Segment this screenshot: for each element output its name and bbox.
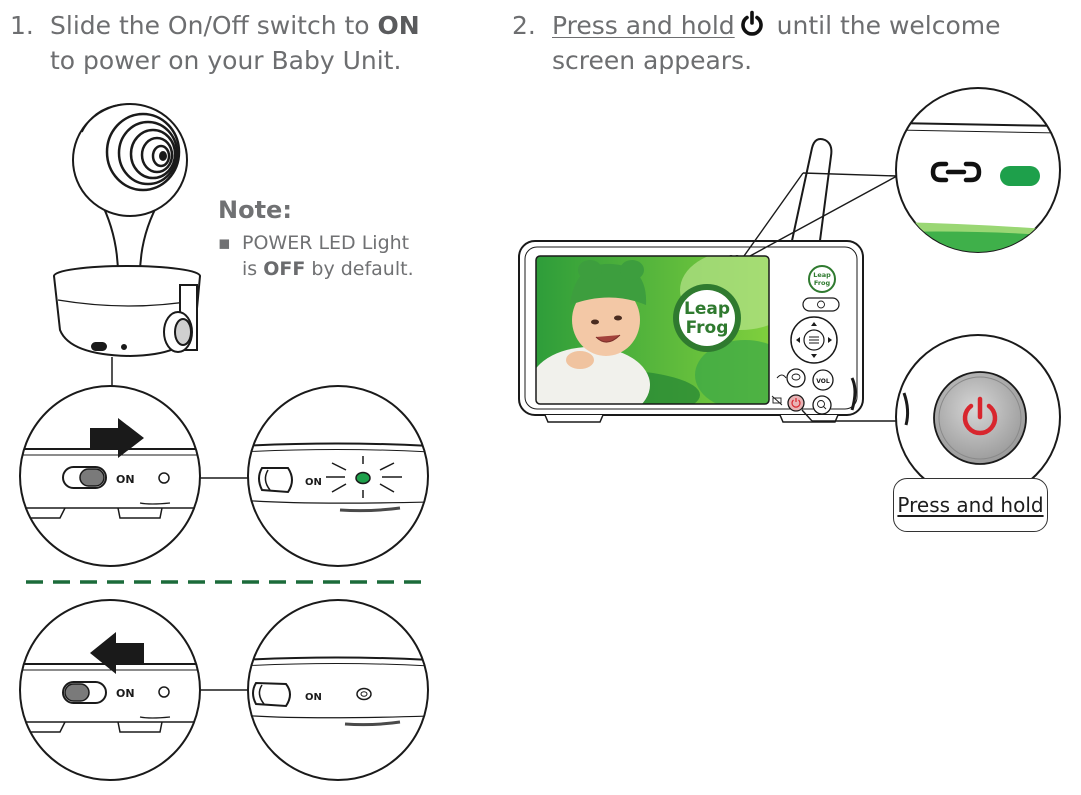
on-off-switch [62, 466, 107, 489]
led-off-icon [158, 472, 170, 484]
logo-line1: Leap [813, 271, 831, 279]
arrow-left-icon [90, 632, 144, 674]
step-1-on-bold: ON [377, 11, 420, 40]
led-off-icon [158, 686, 170, 698]
screen-logo-line2: Frog [686, 318, 729, 338]
camera-lens-icon [105, 112, 181, 192]
note-box: Note: ▪POWER LED Light is OFF by default… [218, 196, 414, 280]
parent-unit-screen: Leap Frog [536, 256, 769, 404]
volume-button[interactable] [812, 369, 834, 391]
arrow-right-icon [90, 418, 144, 458]
on-label: ON [305, 477, 322, 488]
power-button-small[interactable] [787, 394, 805, 412]
press-and-hold-label: Press and hold [893, 478, 1048, 532]
parent-unit: Leap Frog Leap Frog VOL [518, 138, 864, 423]
on-off-switch [62, 681, 107, 704]
switch-off-zoom-circle: ON [19, 599, 201, 781]
step-1-text: Slide the On/Off switch to [50, 11, 378, 40]
power-icon [740, 10, 763, 36]
screen-logo-line1: Leap [684, 299, 730, 319]
link-led-zoom-circle [895, 87, 1061, 253]
link-icon [930, 161, 982, 183]
zoom-button[interactable] [812, 395, 832, 415]
step-2-text-line2: screen appears. [552, 46, 753, 75]
camera-off-icon [772, 397, 782, 404]
step-1-number: 1. [10, 11, 34, 40]
power-button-zoom-circle [895, 334, 1061, 500]
step-1-text-line2: to power on your Baby Unit. [50, 46, 402, 75]
step-2-number: 2. [512, 11, 536, 40]
leapfrog-logo [808, 265, 836, 293]
step-2-text: until the welcome [768, 11, 1001, 40]
note-bullet: ▪ [218, 232, 231, 254]
link-led-green [1000, 166, 1040, 186]
chat-button[interactable] [786, 368, 806, 388]
dpad[interactable] [790, 316, 838, 364]
led-off-zoom-circle: ON [247, 599, 429, 781]
power-icon [962, 396, 998, 436]
led-on-icon [355, 471, 371, 485]
note-line-1: POWER LED Light [242, 232, 410, 254]
note-off-bold: OFF [263, 258, 306, 280]
switch-on-zoom-circle: ON [19, 385, 201, 567]
talk-button[interactable] [802, 297, 840, 312]
led-rays [326, 456, 402, 498]
on-label: ON [305, 692, 322, 703]
back-icon[interactable] [776, 374, 787, 379]
baby-unit-camera [53, 103, 201, 386]
note-title: Note: [218, 196, 292, 224]
on-label: ON [116, 687, 135, 700]
press-and-hold-link[interactable]: Press and hold [552, 11, 735, 40]
on-label: ON [116, 473, 135, 486]
led-on-zoom-circle: ON [247, 385, 429, 567]
led-off-icon [356, 687, 372, 701]
volume-label: VOL [816, 378, 830, 385]
logo-line2: Frog [814, 279, 831, 287]
